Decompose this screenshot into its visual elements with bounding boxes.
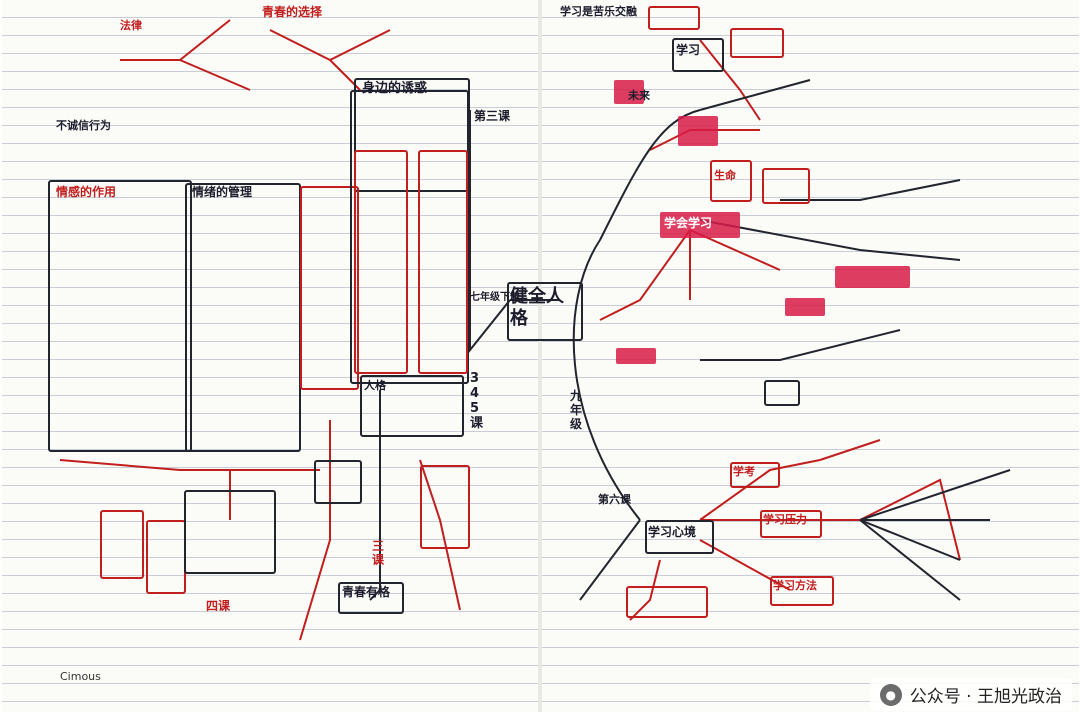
method-label: 学习方法 [773, 579, 817, 592]
temptation-box [354, 78, 470, 192]
study-box [672, 38, 724, 72]
care-box [184, 490, 276, 574]
method-box [770, 576, 834, 606]
choice-box [300, 186, 359, 390]
eighth-label: 第六课 [598, 493, 631, 506]
wechat-icon: ● [879, 683, 902, 706]
mind-box-title: 学习心境 [648, 525, 697, 539]
d-circle-box [764, 380, 800, 406]
life-red-box [710, 160, 752, 202]
black-connectors [369, 79, 1011, 601]
watermark-text: 公众号 · 王旭光政治 [909, 687, 1062, 707]
highlight-future [614, 80, 644, 104]
emotion-box-title: 情感的作用 [56, 185, 117, 199]
life-red-box-2 [762, 168, 810, 204]
lesson-numbers: 3 4 5 课 [470, 371, 484, 431]
topic-label: 青春的选择 [262, 5, 323, 19]
experience-box-title: 情绪的管理 [192, 185, 253, 199]
highlight-note [785, 298, 825, 316]
attitude-box [626, 586, 708, 618]
watermark: ● 公众号 · 王旭光政治 [869, 678, 1072, 711]
future-label: 未来 [628, 89, 650, 102]
highlight-life [678, 116, 718, 146]
study-red-box [730, 28, 784, 58]
book-title: 健全人格 [510, 286, 564, 329]
study-top-box [648, 6, 700, 30]
youth-subbox-1 [354, 150, 408, 374]
grade9-label: 九年级 [570, 389, 583, 431]
youth-box-title: 青春有格 [342, 585, 391, 599]
youth-box [338, 582, 404, 614]
highlight-mark [616, 348, 656, 364]
character-box [360, 375, 464, 437]
path-box [314, 460, 362, 504]
mind-box [645, 520, 714, 554]
feeling-box [100, 510, 144, 579]
lesson-label: 第三课 [474, 109, 511, 123]
pressure-label: 学习压力 [763, 513, 807, 526]
youth-frame [350, 90, 469, 384]
dishonest-note: 不诚信行为 [56, 119, 111, 132]
emotion-box [48, 180, 192, 452]
highlight-growth [835, 266, 910, 288]
notebook-brand: Cimous [60, 670, 101, 683]
law-note: 法律 [120, 19, 142, 32]
highlight-learning [660, 212, 740, 238]
four-lessons-label: 四课 [206, 599, 231, 613]
grade-label: 七年级下册 [470, 292, 520, 303]
exam-box [730, 462, 780, 488]
pressure-box [760, 510, 822, 538]
study-box-title: 学习 [676, 43, 701, 57]
youth-subbox-2 [418, 150, 468, 374]
book-title-box [507, 282, 583, 341]
notebook-gutter [538, 0, 542, 712]
left-notebook-page [2, 0, 540, 712]
experience-box [185, 183, 301, 452]
temptation-title: 身边的诱惑 [362, 81, 428, 96]
life-label: 生命 [714, 169, 736, 182]
three-lessons-label: 三课 [372, 539, 385, 567]
lesson-red-box [420, 465, 470, 549]
learn-box-title: 学会学习 [664, 216, 713, 230]
study-label: 学习是苦乐交融 [560, 5, 637, 18]
emotion-small-box [146, 520, 186, 594]
exam-label: 学考 [733, 465, 755, 478]
character-label: 人格 [364, 379, 386, 392]
